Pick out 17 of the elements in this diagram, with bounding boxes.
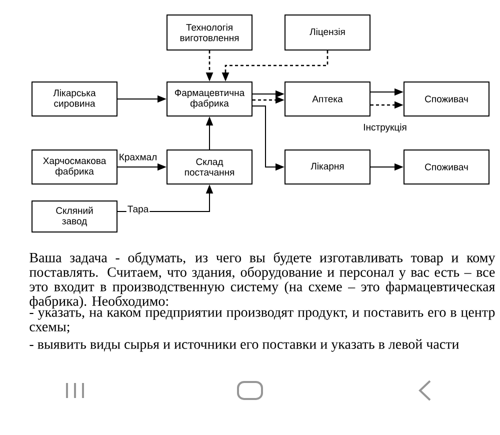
process-box: Технологія виготовлення: [166, 14, 252, 50]
paragraph: Ваша задача - обдумать, из чего вы будете изготавливать товар и кому поставлять. Считаем, что здания, оборудование и персонал у вас есть – все это входит в производственную систему (на схеме – это фармацевтическая фабрика). Необходимо:: [29, 252, 496, 309]
paragraph: - указать, на каком предприятии производят продукт, и поставить его в центр схемы;: [30, 310, 495, 334]
process-box: Аптека: [284, 82, 370, 116]
process-box: Склад постачання: [166, 149, 252, 184]
paragraph: - выявить виды сырья и источники его поставки и указать в левой части: [30, 339, 459, 352]
edge-label: Інструкція: [362, 122, 408, 134]
process-box: Фармацевтична фабрика: [166, 82, 252, 116]
process-box: Споживач: [404, 82, 490, 116]
process-box: Харчосмакова фабрика: [32, 149, 118, 184]
edge-label: Тара: [126, 204, 150, 216]
process-box: Лікарська сировина: [32, 82, 118, 116]
process-box: Ліцензія: [284, 14, 370, 50]
process-box: Скляний завод: [32, 200, 118, 232]
edge-label: Крахмал: [118, 152, 158, 164]
process-box: Лікарня: [284, 149, 370, 184]
process-box: Споживач: [404, 149, 490, 184]
